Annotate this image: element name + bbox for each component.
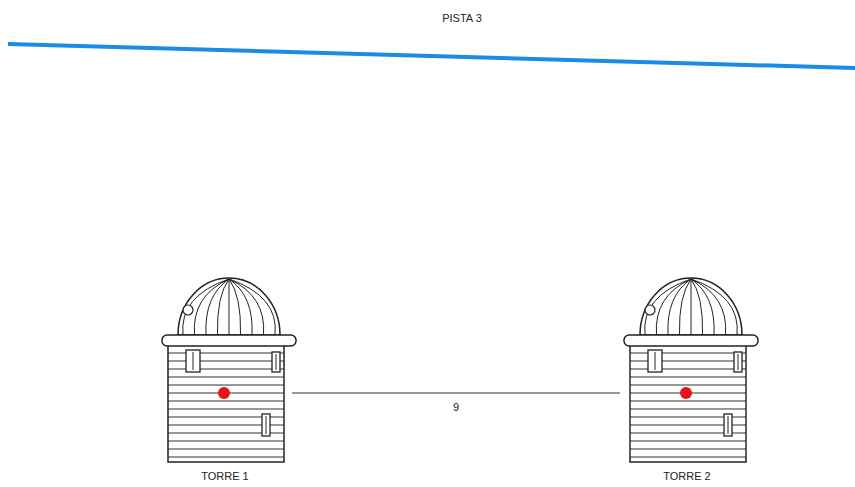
tower-rim <box>162 335 296 346</box>
tower-body <box>630 345 746 462</box>
body-stripe <box>168 385 284 386</box>
tower-window <box>734 352 742 372</box>
dome-rib <box>217 279 229 335</box>
tower-outline <box>620 278 762 464</box>
body-stripe <box>630 457 746 458</box>
window-bar <box>728 416 729 434</box>
dome-rib <box>206 279 229 335</box>
dome-rib <box>691 279 726 335</box>
body-stripe <box>630 441 746 442</box>
distance-line <box>292 393 620 394</box>
tower: TORRE 2 <box>620 278 754 482</box>
body-stripe <box>630 377 746 378</box>
red-dot <box>218 387 230 399</box>
dome-rib <box>229 279 275 335</box>
window-bar <box>266 416 267 434</box>
tower-body <box>168 345 284 462</box>
dome-rib <box>679 279 691 335</box>
dome <box>178 278 280 335</box>
body-stripe <box>168 449 284 450</box>
tower-window <box>272 352 280 372</box>
dome-rib <box>668 279 691 335</box>
red-dot <box>680 387 692 399</box>
dome-rib <box>691 279 692 335</box>
tower: TORRE 1 <box>158 278 292 482</box>
dome-hatch <box>645 305 655 315</box>
dome <box>640 278 742 335</box>
dome-rib <box>194 279 229 335</box>
tower-outline <box>158 278 300 464</box>
dome-hatch <box>183 305 193 315</box>
dome-rib <box>656 279 691 335</box>
runway-name: PISTA 3 <box>442 12 482 24</box>
tower-window <box>262 414 270 436</box>
runway-line <box>8 44 855 68</box>
window-bar <box>193 352 194 370</box>
body-stripe <box>168 457 284 458</box>
tower-rim <box>624 335 758 346</box>
body-stripe <box>630 409 746 410</box>
tower-window <box>724 414 732 436</box>
window-bar <box>738 354 739 370</box>
dome-rib <box>229 279 264 335</box>
window-bar <box>655 352 656 370</box>
tower-window <box>186 350 200 372</box>
window-bar <box>276 354 277 370</box>
tower-name: TORRE 2 <box>620 470 754 482</box>
tower-window <box>648 350 662 372</box>
dome-rib <box>645 279 691 335</box>
body-stripe <box>168 377 284 378</box>
dome-rib <box>229 279 230 335</box>
body-stripe <box>630 385 746 386</box>
body-stripe <box>168 409 284 410</box>
body-stripe <box>630 401 746 402</box>
dome-rib <box>691 279 737 335</box>
body-stripe <box>168 441 284 442</box>
tower-name: TORRE 1 <box>158 470 292 482</box>
dome-rib <box>183 279 229 335</box>
distance-label: 9 <box>453 401 459 413</box>
body-stripe <box>168 401 284 402</box>
body-stripe <box>630 449 746 450</box>
